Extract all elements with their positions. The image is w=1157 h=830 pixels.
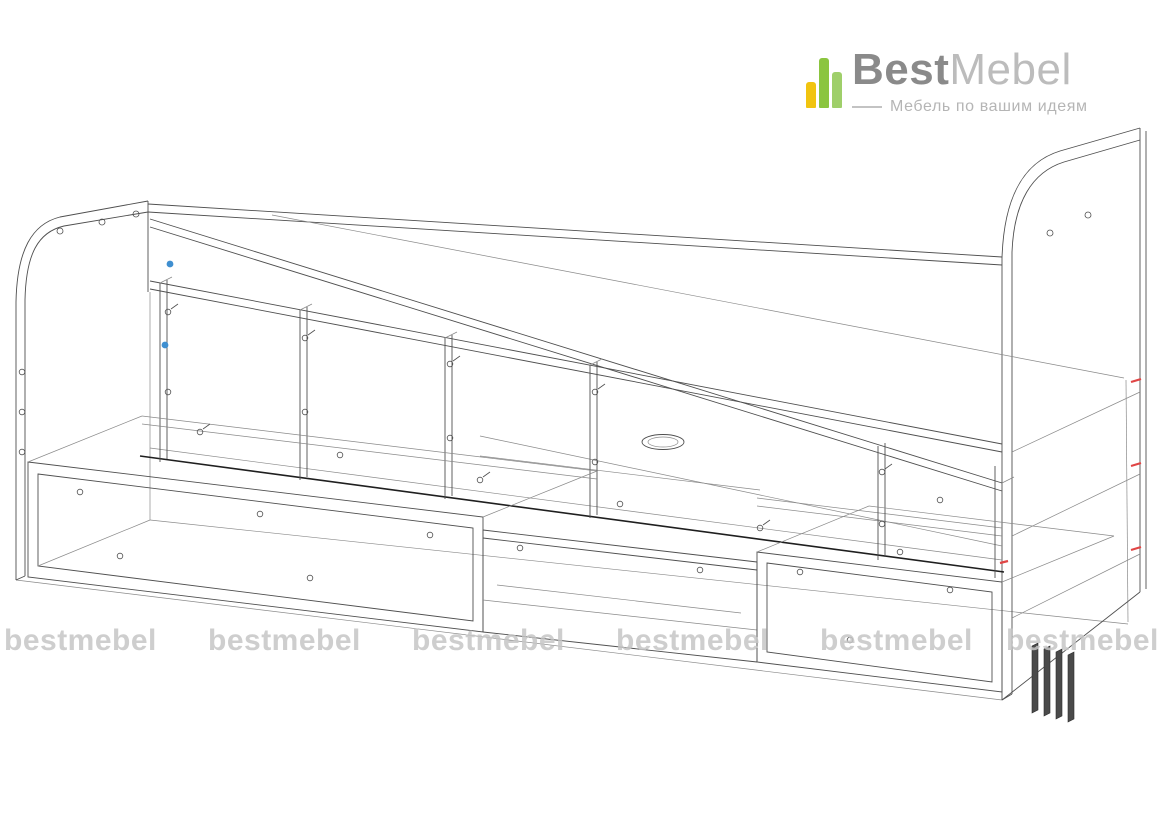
logo-bar-green (819, 58, 829, 108)
logo-word-mebel: Mebel (949, 45, 1072, 94)
watermark-text: bestmebel (208, 624, 361, 657)
logo-bar-green-light (832, 72, 842, 108)
right-side-panel (1001, 127, 1147, 701)
cable-grommet (641, 434, 685, 450)
logo-tagline: Мебель по вашим идеям (852, 98, 1088, 116)
foot-slats (1031, 642, 1075, 723)
tagline-text: Мебель по вашим идеям (890, 98, 1088, 115)
watermark-text: bestmebel (4, 624, 157, 657)
watermark-text: bestmebel (820, 624, 973, 657)
shelf-carcass (139, 214, 1125, 573)
watermark-text: bestmebel (616, 624, 769, 657)
red-level-marks (999, 377, 1142, 565)
logo-wordmark: BestMebel (852, 48, 1088, 92)
top-rails (147, 203, 1015, 492)
base-edges (15, 292, 1129, 701)
left-drawer-front (27, 415, 598, 633)
bestmebel-logo: BestMebel Мебель по вашим идеям (806, 48, 1088, 116)
tagline-dash (852, 106, 882, 108)
logo-bar-yellow (806, 82, 816, 108)
watermark-text: bestmebel (412, 624, 565, 657)
blue-fitting-marks (161, 260, 174, 349)
logo-word-best: Best (852, 45, 950, 94)
right-drawer-front (756, 505, 1115, 693)
watermark-text: bestmebel (1006, 624, 1157, 657)
hardware-marks (18, 303, 954, 644)
left-side-panel (15, 200, 149, 581)
logo-bars-icon (806, 50, 842, 108)
shelf-dividers (159, 276, 996, 578)
